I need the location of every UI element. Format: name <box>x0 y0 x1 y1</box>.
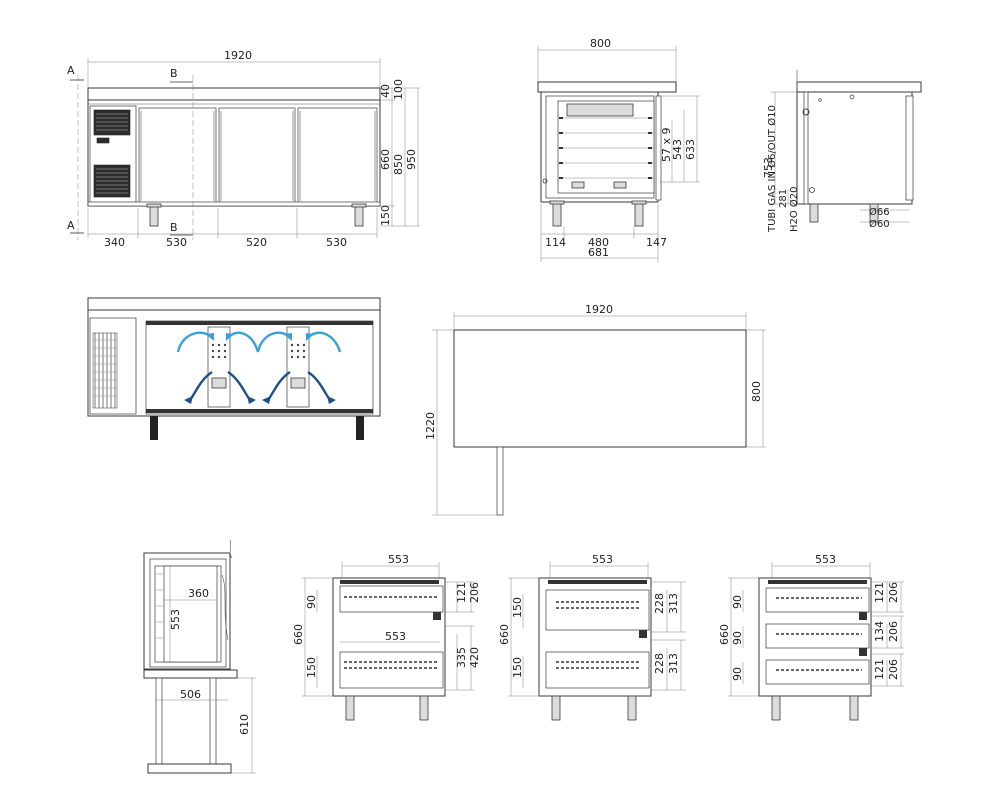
leg <box>149 205 159 227</box>
drawer1-h420: 420 <box>468 647 481 668</box>
drawer3-width-dim: 553 <box>815 553 836 566</box>
drawer1-mid-width-dim: 553 <box>385 630 406 643</box>
leg <box>354 205 364 227</box>
dim-850: 850 <box>392 154 405 175</box>
dim-950: 950 <box>405 149 418 170</box>
section-a-label-bottom: A <box>67 219 75 232</box>
dim-660: 660 <box>379 149 392 170</box>
dim-543: 543 <box>671 139 684 160</box>
section-b-label-bottom: B <box>170 221 178 234</box>
dim-340: 340 <box>104 236 125 249</box>
dim-530a: 530 <box>166 236 187 249</box>
drawer2-h150b: 150 <box>511 657 524 678</box>
section-a-label-top: A <box>67 64 75 77</box>
door-2 <box>218 107 296 205</box>
drawer2-h228a: 228 <box>653 593 666 614</box>
front-view: A A B B 1920 340 530 520 530 40 <box>67 49 420 249</box>
top-open-depth-dim: 1220 <box>424 412 437 440</box>
dim-610: 610 <box>238 714 251 735</box>
drawer2-h660: 660 <box>498 624 511 645</box>
dim-57x9: 57 x 9 <box>660 128 673 163</box>
drawer-config-2: 553 660 150 150 228 313 228 313 <box>498 553 686 721</box>
drawer-config-3: 553 660 90 90 90 121 206 1 <box>718 553 904 721</box>
top-width-dim: 1920 <box>585 303 613 316</box>
drawer1-h206: 206 <box>468 582 481 603</box>
dim-d60: Ø60 <box>869 218 890 230</box>
door-3 <box>297 107 378 205</box>
drawer3-h206c: 206 <box>887 659 900 680</box>
dim-506: 506 <box>180 688 201 701</box>
dim-480: 480 <box>588 236 609 249</box>
drawer3-h206b: 206 <box>887 621 900 642</box>
front-width-dim: 1920 <box>224 49 252 62</box>
dim-281: 281 <box>778 189 789 208</box>
top-outline <box>453 329 747 448</box>
dim-360: 360 <box>188 587 209 600</box>
dim-530b: 530 <box>326 236 347 249</box>
drawer1-h121: 121 <box>455 582 468 603</box>
drawer2-width-dim: 553 <box>592 553 613 566</box>
drawer3-h121b: 121 <box>873 659 886 680</box>
drawer2-h313b: 313 <box>667 653 680 674</box>
top-depth-dim: 800 <box>750 381 763 402</box>
drawer3-h660: 660 <box>718 624 731 645</box>
control-display <box>96 137 110 144</box>
drawer3-h134: 134 <box>873 621 886 642</box>
drawer2-h313a: 313 <box>667 593 680 614</box>
dim-681: 681 <box>588 246 609 259</box>
door-1 <box>138 107 217 205</box>
dim-553-section: 553 <box>169 609 182 630</box>
dim-520: 520 <box>246 236 267 249</box>
side-view: 800 <box>537 37 700 262</box>
drawer1-width-dim: 553 <box>388 553 409 566</box>
gas-pipe-label: TUBI GAS IN Ø6/OUT Ø10 <box>766 105 778 233</box>
dim-100: 100 <box>392 79 405 100</box>
drawer1-h90: 90 <box>305 595 318 609</box>
top-view: 1920 800 1220 <box>424 303 766 516</box>
side-width-dim: 800 <box>590 37 611 50</box>
airflow-view <box>87 297 381 440</box>
drawer2-h150a: 150 <box>511 597 524 618</box>
dim-753: 753 <box>762 157 775 178</box>
drawer2-h228b: 228 <box>653 653 666 674</box>
drawer1-h660: 660 <box>292 624 305 645</box>
dim-d66: Ø66 <box>869 206 890 218</box>
dim-147: 147 <box>646 236 667 249</box>
dim-114: 114 <box>545 236 566 249</box>
drawer1-h335: 335 <box>455 647 468 668</box>
drawer1-h150: 150 <box>305 657 318 678</box>
drawer-config-1: 553 553 660 90 150 121 206 <box>292 553 481 721</box>
drawer3-h121a: 121 <box>873 582 886 603</box>
dim-150: 150 <box>379 205 392 226</box>
drawer3-h90c: 90 <box>731 667 744 681</box>
section-b-label-top: B <box>170 67 178 80</box>
drawer3-h90b: 90 <box>731 631 744 645</box>
water-drain-label: H2O Ø20 <box>788 186 800 232</box>
dim-633: 633 <box>684 139 697 160</box>
drawer3-h206a: 206 <box>887 582 900 603</box>
side-view-right: 753 TUBI GAS IN Ø6/OUT Ø10 281 H2O Ø20 Ø… <box>762 70 922 233</box>
worktop <box>87 87 381 101</box>
drawer3-h90a: 90 <box>731 595 744 609</box>
section-bb-view: 553 360 506 610 <box>143 539 256 774</box>
dim-40: 40 <box>379 84 392 98</box>
